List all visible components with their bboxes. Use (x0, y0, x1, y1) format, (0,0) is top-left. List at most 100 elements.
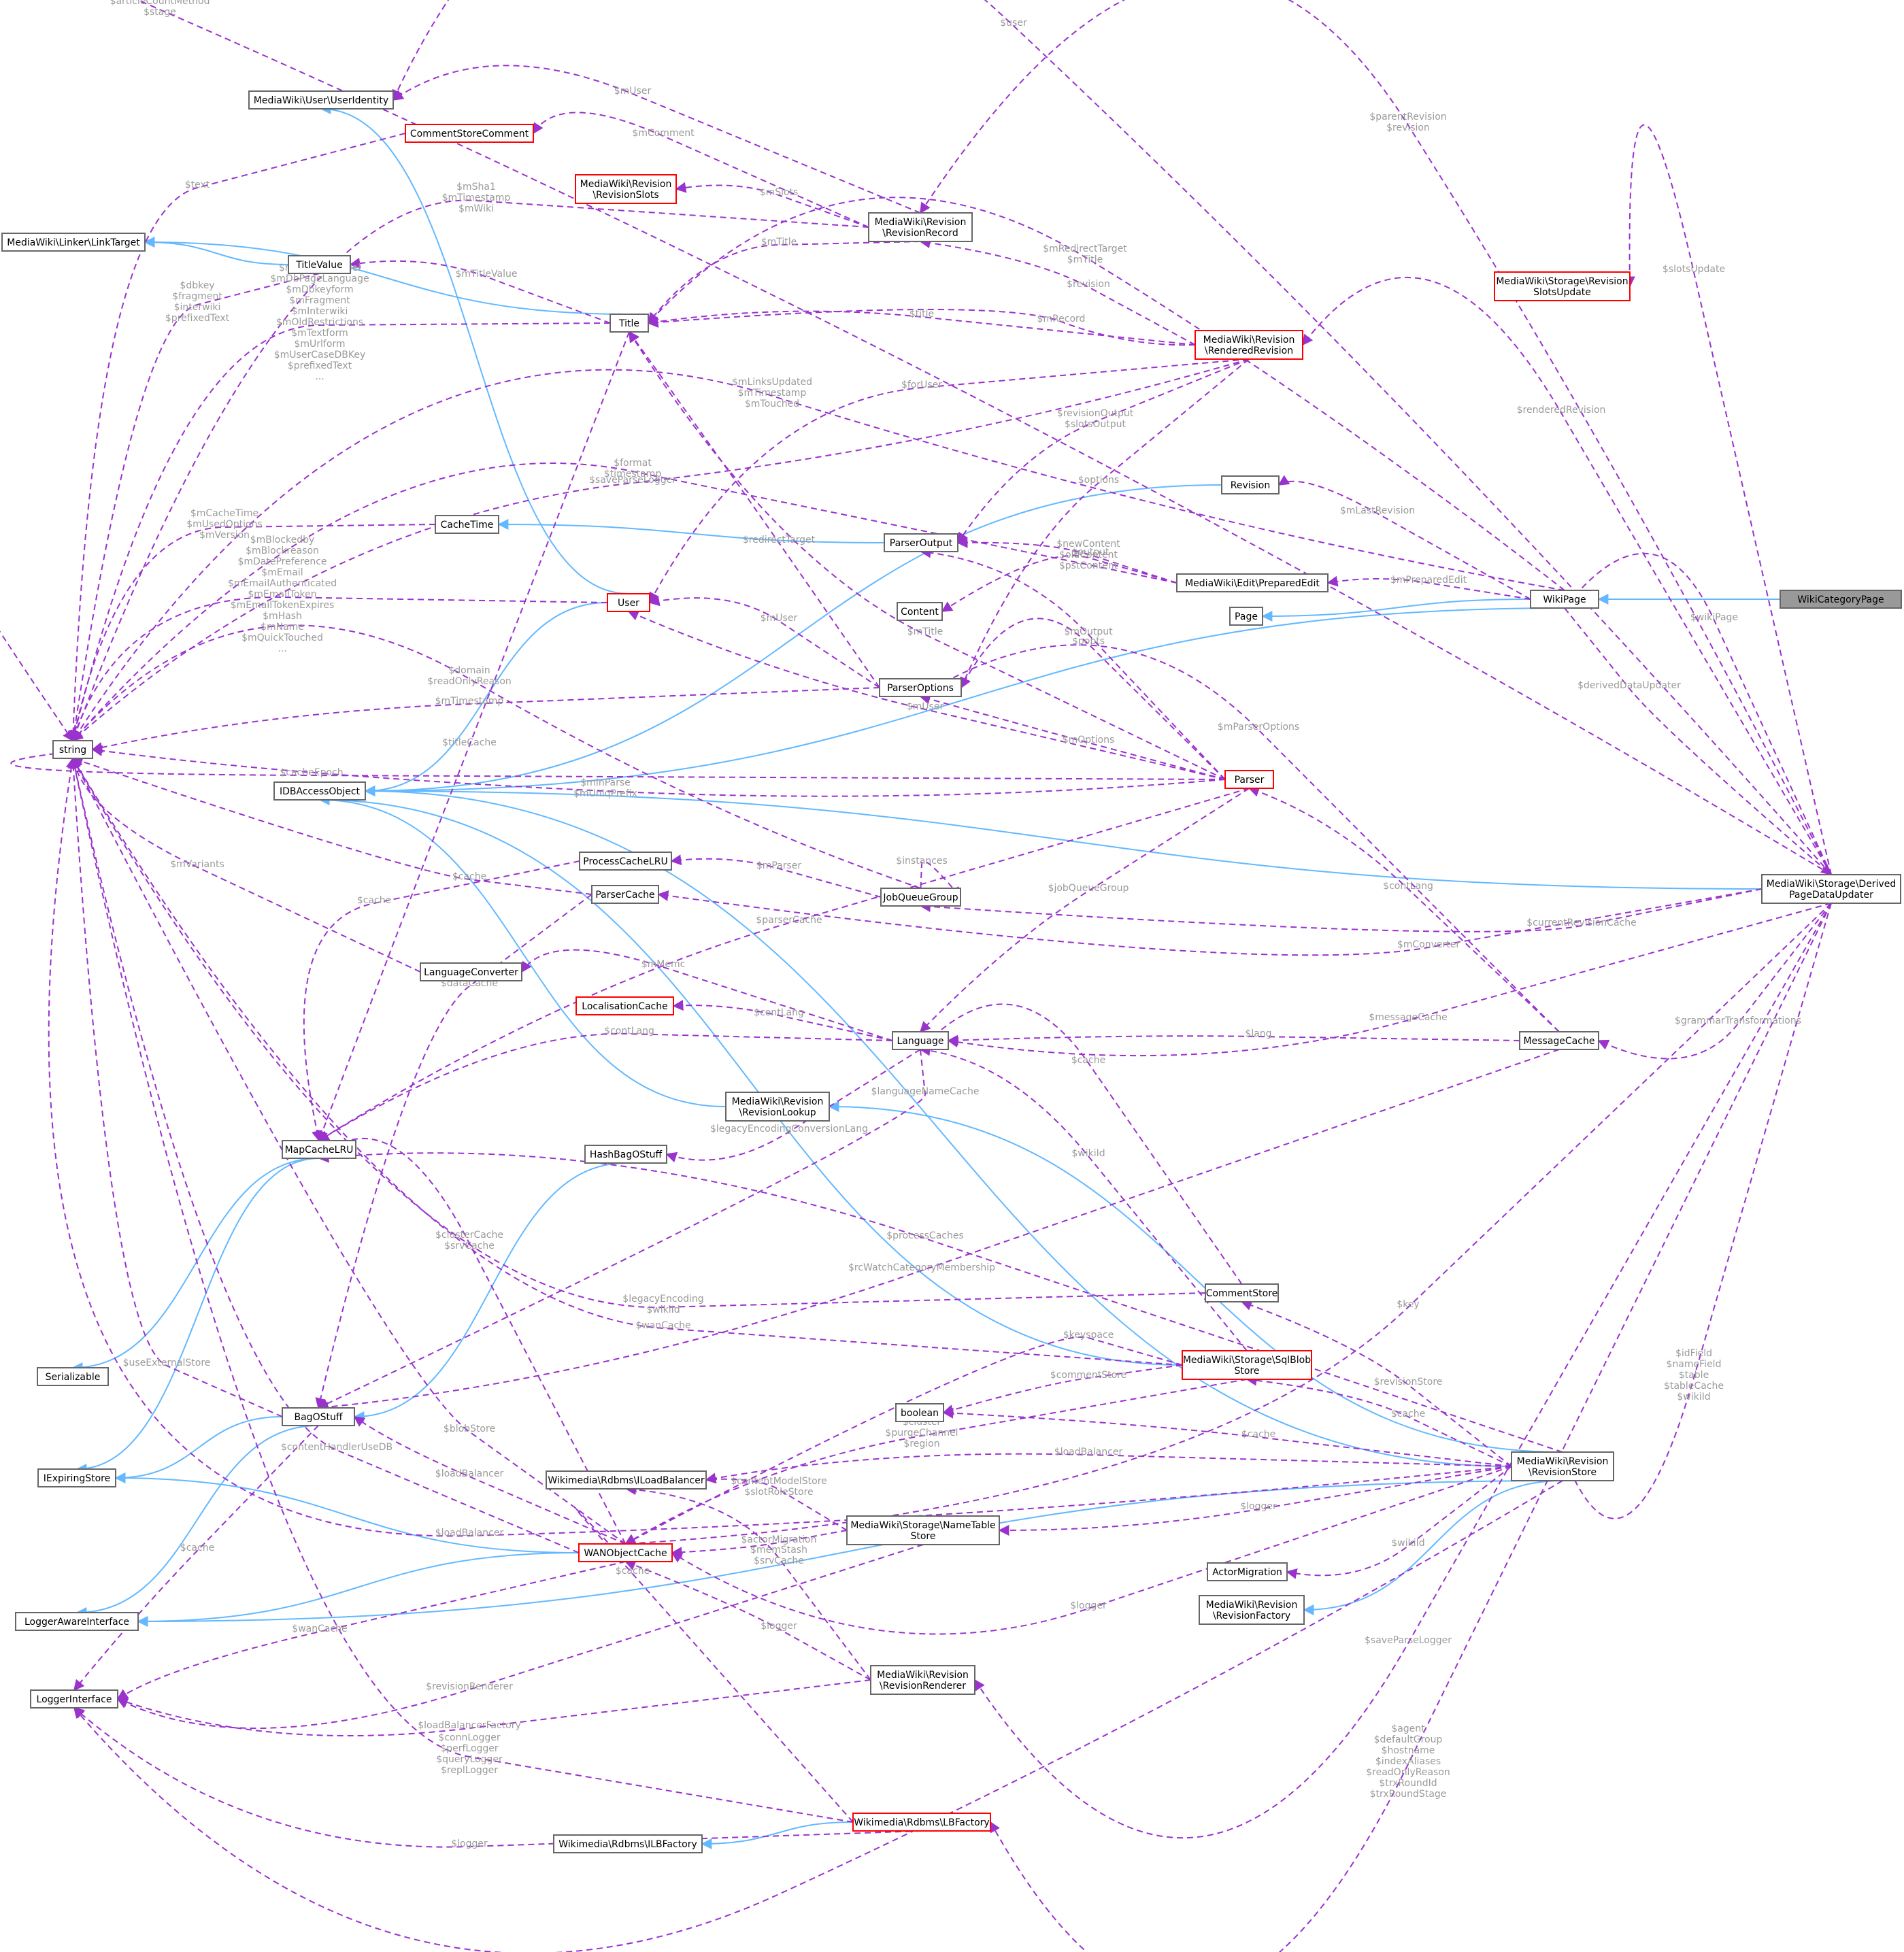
usage-edge-prepedit-string (71, 462, 1178, 742)
class-node-revrenderer[interactable]: MediaWiki\Revision\RevisionRenderer (870, 1665, 975, 1695)
usage-edge-renderedrev-title (647, 308, 1196, 346)
class-node-lbfactory[interactable]: Wikimedia\Rdbms\LBFactory (852, 1813, 991, 1832)
class-box (579, 852, 672, 871)
class-node-mapcachelru[interactable]: MapCacheLRU (282, 1140, 356, 1159)
class-node-hashbagostuff[interactable]: HashBagOStuff (584, 1145, 667, 1164)
class-node-idbaccess[interactable]: IDBAccessObject (273, 781, 366, 801)
usage-edge-wikipage-derivedpdu (1564, 607, 1833, 876)
class-node-language[interactable]: Language (892, 1031, 949, 1050)
usage-edge-revrenderer-loggerinterface (116, 1679, 871, 1737)
class-label: Parser (1235, 775, 1265, 786)
class-node-renderedrev[interactable]: MediaWiki\Revision\RenderedRevision (1195, 330, 1303, 360)
class-node-revrecord[interactable]: MediaWiki\Revision\RevisionRecord (868, 212, 973, 242)
class-node-boolean[interactable]: boolean (895, 1403, 944, 1422)
usage-edge-revstore-commentstore (1240, 1300, 1512, 1467)
class-node-wikipage[interactable]: WikiPage (1530, 590, 1599, 609)
edge-label: $wanCache (635, 1320, 690, 1331)
class-node-prepedit[interactable]: MediaWiki\Edit\PreparedEdit (1176, 573, 1329, 592)
class-box (282, 1140, 356, 1159)
class-node-wanobjectcache[interactable]: WANObjectCache (578, 1543, 673, 1562)
inheritance-edge-revstore-loggeraware (137, 1480, 1563, 1627)
class-box (248, 90, 394, 110)
class-node-actormigration[interactable]: ActorMigration (1207, 1562, 1288, 1581)
class-node-serializable[interactable]: Serializable (37, 1367, 109, 1386)
inheritance-edge-derivedpdu-idbaccess (364, 786, 1763, 890)
class-node-loggerinterface[interactable]: LoggerInterface (30, 1689, 118, 1709)
usage-edge-derivedpdu-revstore (1560, 903, 1832, 1519)
class-node-processcachelru[interactable]: ProcessCacheLRU (579, 852, 672, 871)
class-node-commentstore[interactable]: CommentStore (1205, 1283, 1279, 1302)
class-node-content[interactable]: Content (897, 602, 943, 621)
class-node-parsercache[interactable]: ParserCache (591, 885, 659, 904)
class-node-user[interactable]: User (607, 593, 650, 612)
class-label: Title (618, 318, 639, 329)
class-node-jobqueuegroup[interactable]: JobQueueGroup (880, 888, 961, 907)
class-box (852, 1813, 991, 1832)
class-node-page[interactable]: Page (1229, 607, 1263, 626)
usage-edge-derivedpdu-language (947, 903, 1832, 1057)
edge-label: $mBlockedby$mBlockreason$mDatePreference… (228, 535, 337, 654)
class-node-languageconverter[interactable]: LanguageConverter (420, 962, 522, 981)
edge-label: $mCacheTime$mUsedOptions$mVersion (186, 508, 263, 541)
inheritance-edge-bagostuff-iexpiringstore (114, 1416, 283, 1483)
class-node-ilbfactory[interactable]: Wikimedia\Rdbms\ILBFactory (553, 1834, 703, 1853)
usage-edge-nametablestore-wanobjectcache (671, 1530, 848, 1558)
usage-edge-messagecache-bagostuff (317, 1049, 1560, 1413)
class-node-iloadbalancer[interactable]: Wikimedia\Rdbms\ILoadBalancer (546, 1470, 707, 1490)
class-node-revslots[interactable]: MediaWiki\Revision\RevisionSlots (575, 174, 677, 204)
class-node-useridentity[interactable]: MediaWiki\User\UserIdentity (248, 90, 394, 110)
edge-label: $output (1071, 547, 1109, 558)
class-node-wcp[interactable]: WikiCategoryPage (1780, 590, 1902, 609)
class-label: MediaWiki\Revision\RevisionRecord (875, 217, 967, 239)
class-node-title[interactable]: Title (609, 314, 649, 333)
class-node-cachetime[interactable]: CacheTime (435, 515, 499, 534)
class-box (884, 533, 958, 552)
class-label: MediaWiki\Revision\RevisionSlots (580, 179, 672, 201)
edge-label: $contentModelStore$slotRoleStore (731, 1476, 827, 1498)
edge-label: $forUser (901, 380, 942, 390)
edge-label: $mParserOptions (1218, 722, 1299, 733)
edge-label: $titleCache (442, 737, 497, 748)
class-node-parseroptions[interactable]: ParserOptions (879, 678, 962, 697)
class-node-parseroutput[interactable]: ParserOutput (884, 533, 958, 552)
edge-label: $contentHandlerUseDB (281, 1442, 393, 1453)
edge-label: $mMemc (641, 959, 686, 970)
class-node-titlevalue[interactable]: TitleValue (288, 255, 351, 274)
class-box (273, 781, 366, 801)
class-box (435, 515, 499, 534)
edge-label: $mUser (614, 86, 652, 97)
usage-edge-revrecord-revslots (675, 182, 869, 228)
inheritance-edge-lbfactory-ilbfactory (701, 1821, 854, 1849)
class-node-commentstorecomment[interactable]: CommentStoreComment (405, 124, 534, 143)
class-label: LoggerInterface (37, 1694, 112, 1705)
class-node-revision[interactable]: Revision (1221, 475, 1280, 494)
class-node-revstore[interactable]: MediaWiki\Revision\RevisionStore (1511, 1451, 1614, 1481)
usage-edge-parseroptions-user (648, 595, 880, 688)
class-node-localisationcache[interactable]: LocalisationCache (575, 996, 674, 1015)
class-node-revfactory[interactable]: MediaWiki\Revision\RevisionFactory (1199, 1595, 1305, 1625)
usage-edge-lbfactory-wanobjectcache (575, 1508, 854, 1823)
class-node-linktarget[interactable]: MediaWiki\Linker\LinkTarget (1, 233, 146, 252)
class-node-parser[interactable]: Parser (1224, 770, 1274, 789)
class-label: LanguageConverter (424, 967, 518, 978)
class-box (897, 602, 943, 621)
edge-label: $clusterCache$srvCache (435, 1230, 503, 1251)
class-node-bagostuff[interactable]: BagOStuff (282, 1407, 355, 1426)
class-node-messagecache[interactable]: MessageCache (1519, 1031, 1599, 1050)
usage-edge-sqlblobstore-string (72, 757, 1183, 1366)
class-box (870, 1665, 975, 1695)
class-node-revlookup[interactable]: MediaWiki\Revision\RevisionLookup (725, 1092, 830, 1122)
class-label: Content (901, 607, 939, 618)
usage-edge-wikipage-title (647, 197, 1565, 591)
class-node-loggeraware[interactable]: LoggerAwareInterface (15, 1612, 139, 1631)
class-node-iexpiringstore[interactable]: IExpiringStore (37, 1468, 116, 1487)
class-node-string[interactable]: string (52, 740, 93, 759)
edge-label: $domain$readOnlyReason (427, 665, 512, 687)
usage-edge-renderedrev-string (71, 358, 1250, 742)
class-label: Language (897, 1036, 943, 1047)
